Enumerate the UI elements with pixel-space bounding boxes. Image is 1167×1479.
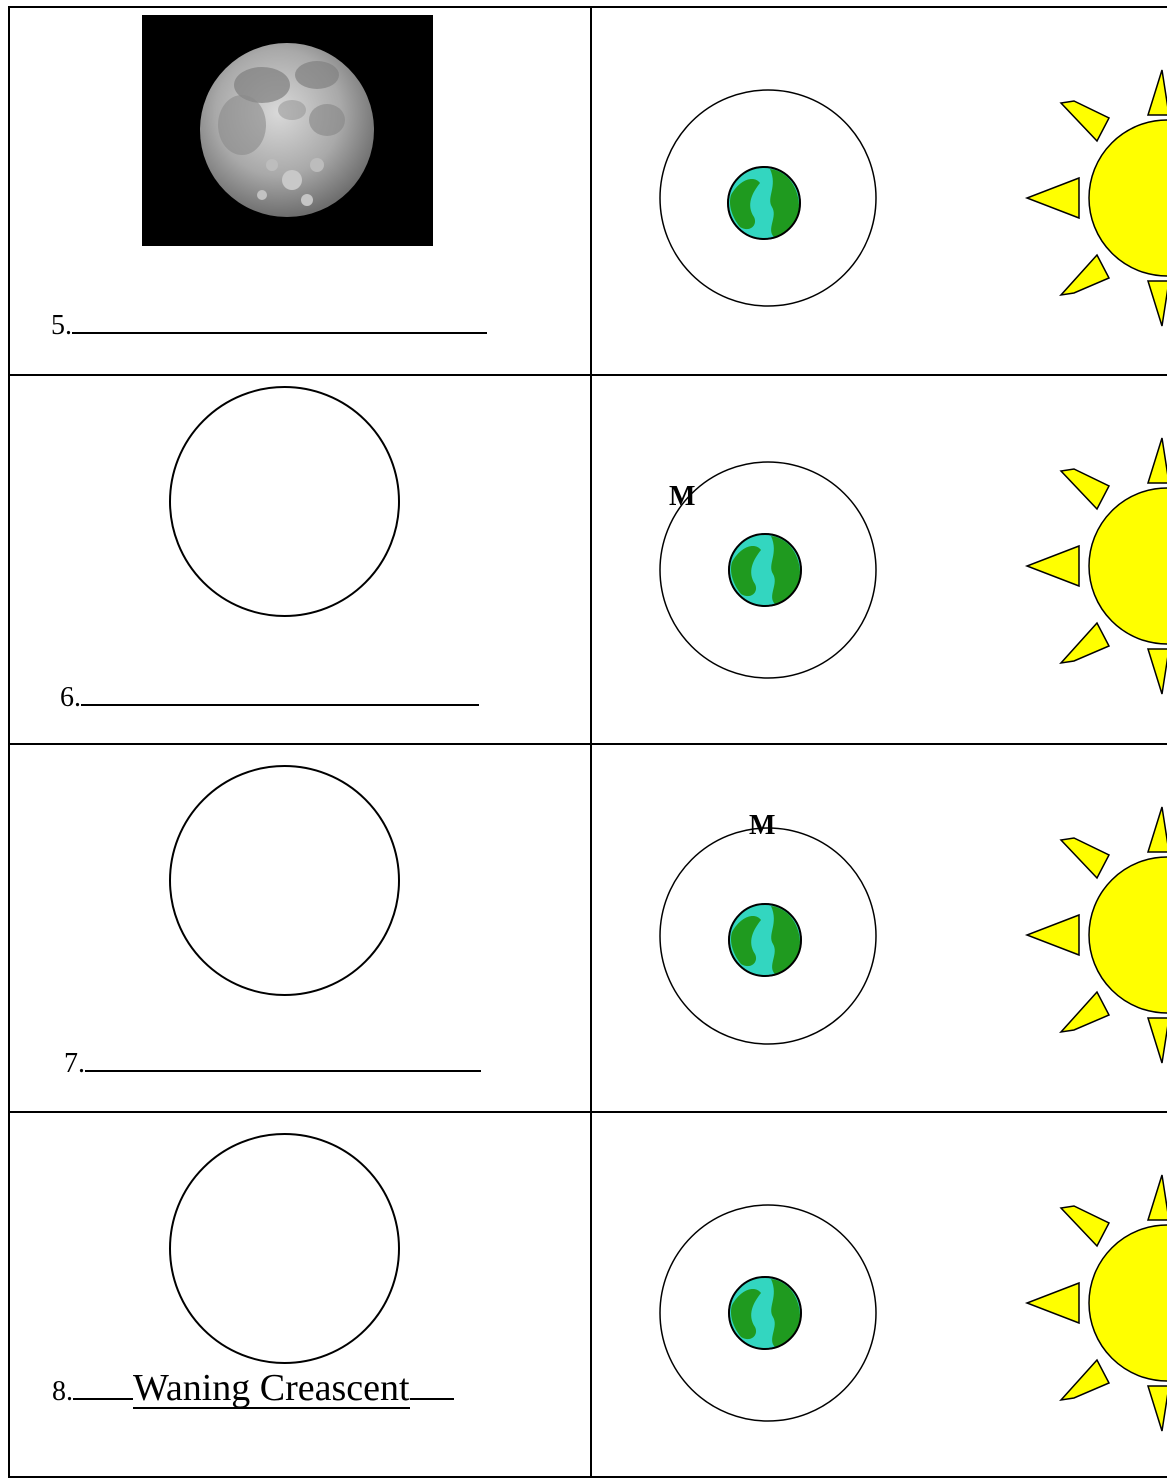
full-moon-photo — [142, 15, 433, 246]
orbit-diagram-cell-7: M — [592, 745, 1167, 1111]
moon-drawing-circle-7[interactable] — [169, 765, 400, 996]
question-number-6: 6. — [60, 682, 81, 714]
earth-icon — [729, 1277, 801, 1349]
question-number-5: 5. — [51, 310, 72, 342]
moon-drawing-circle-6[interactable] — [169, 386, 400, 617]
orbit-diagram-cell-5 — [592, 8, 1167, 374]
sun-icon — [1027, 438, 1167, 694]
moon-drawing-circle-8[interactable] — [169, 1133, 400, 1364]
moon-appearance-cell-7: 7. — [10, 745, 590, 1111]
moon-position-label-6: M — [669, 481, 695, 513]
orbit-diagram-cell-8 — [592, 1113, 1167, 1476]
answer-line-6[interactable]: 6. — [60, 676, 479, 714]
answer-blank-7[interactable] — [85, 1042, 481, 1072]
orbit-diagram-cell-6: M — [592, 376, 1167, 743]
earth-icon — [729, 904, 801, 976]
moon-appearance-cell-8: 8. Waning Creascent — [10, 1113, 590, 1476]
answer-blank-8[interactable]: Waning Creascent — [133, 1369, 410, 1409]
answer-line-7[interactable]: 7. — [64, 1042, 481, 1080]
answer-blank-8-lead — [73, 1370, 133, 1400]
moon-appearance-cell-5: 5. — [10, 8, 590, 374]
answer-blank-5[interactable] — [72, 304, 487, 334]
sun-icon — [1027, 1175, 1167, 1431]
earth-icon — [728, 167, 800, 239]
table-border-bottom — [9, 1476, 1167, 1478]
sun-icon — [1027, 807, 1167, 1063]
earth-icon — [729, 534, 801, 606]
question-number-8: 8. — [52, 1376, 73, 1408]
answer-line-8[interactable]: 8. Waning Creascent — [52, 1369, 454, 1409]
answer-blank-6[interactable] — [81, 676, 479, 706]
sun-icon — [1027, 70, 1167, 326]
moon-appearance-cell-6: 6. — [10, 376, 590, 743]
answer-blank-8-tail — [410, 1370, 454, 1400]
moon-position-label-7: M — [749, 810, 775, 842]
answer-line-5[interactable]: 5. — [51, 304, 487, 342]
question-number-7: 7. — [64, 1048, 85, 1080]
